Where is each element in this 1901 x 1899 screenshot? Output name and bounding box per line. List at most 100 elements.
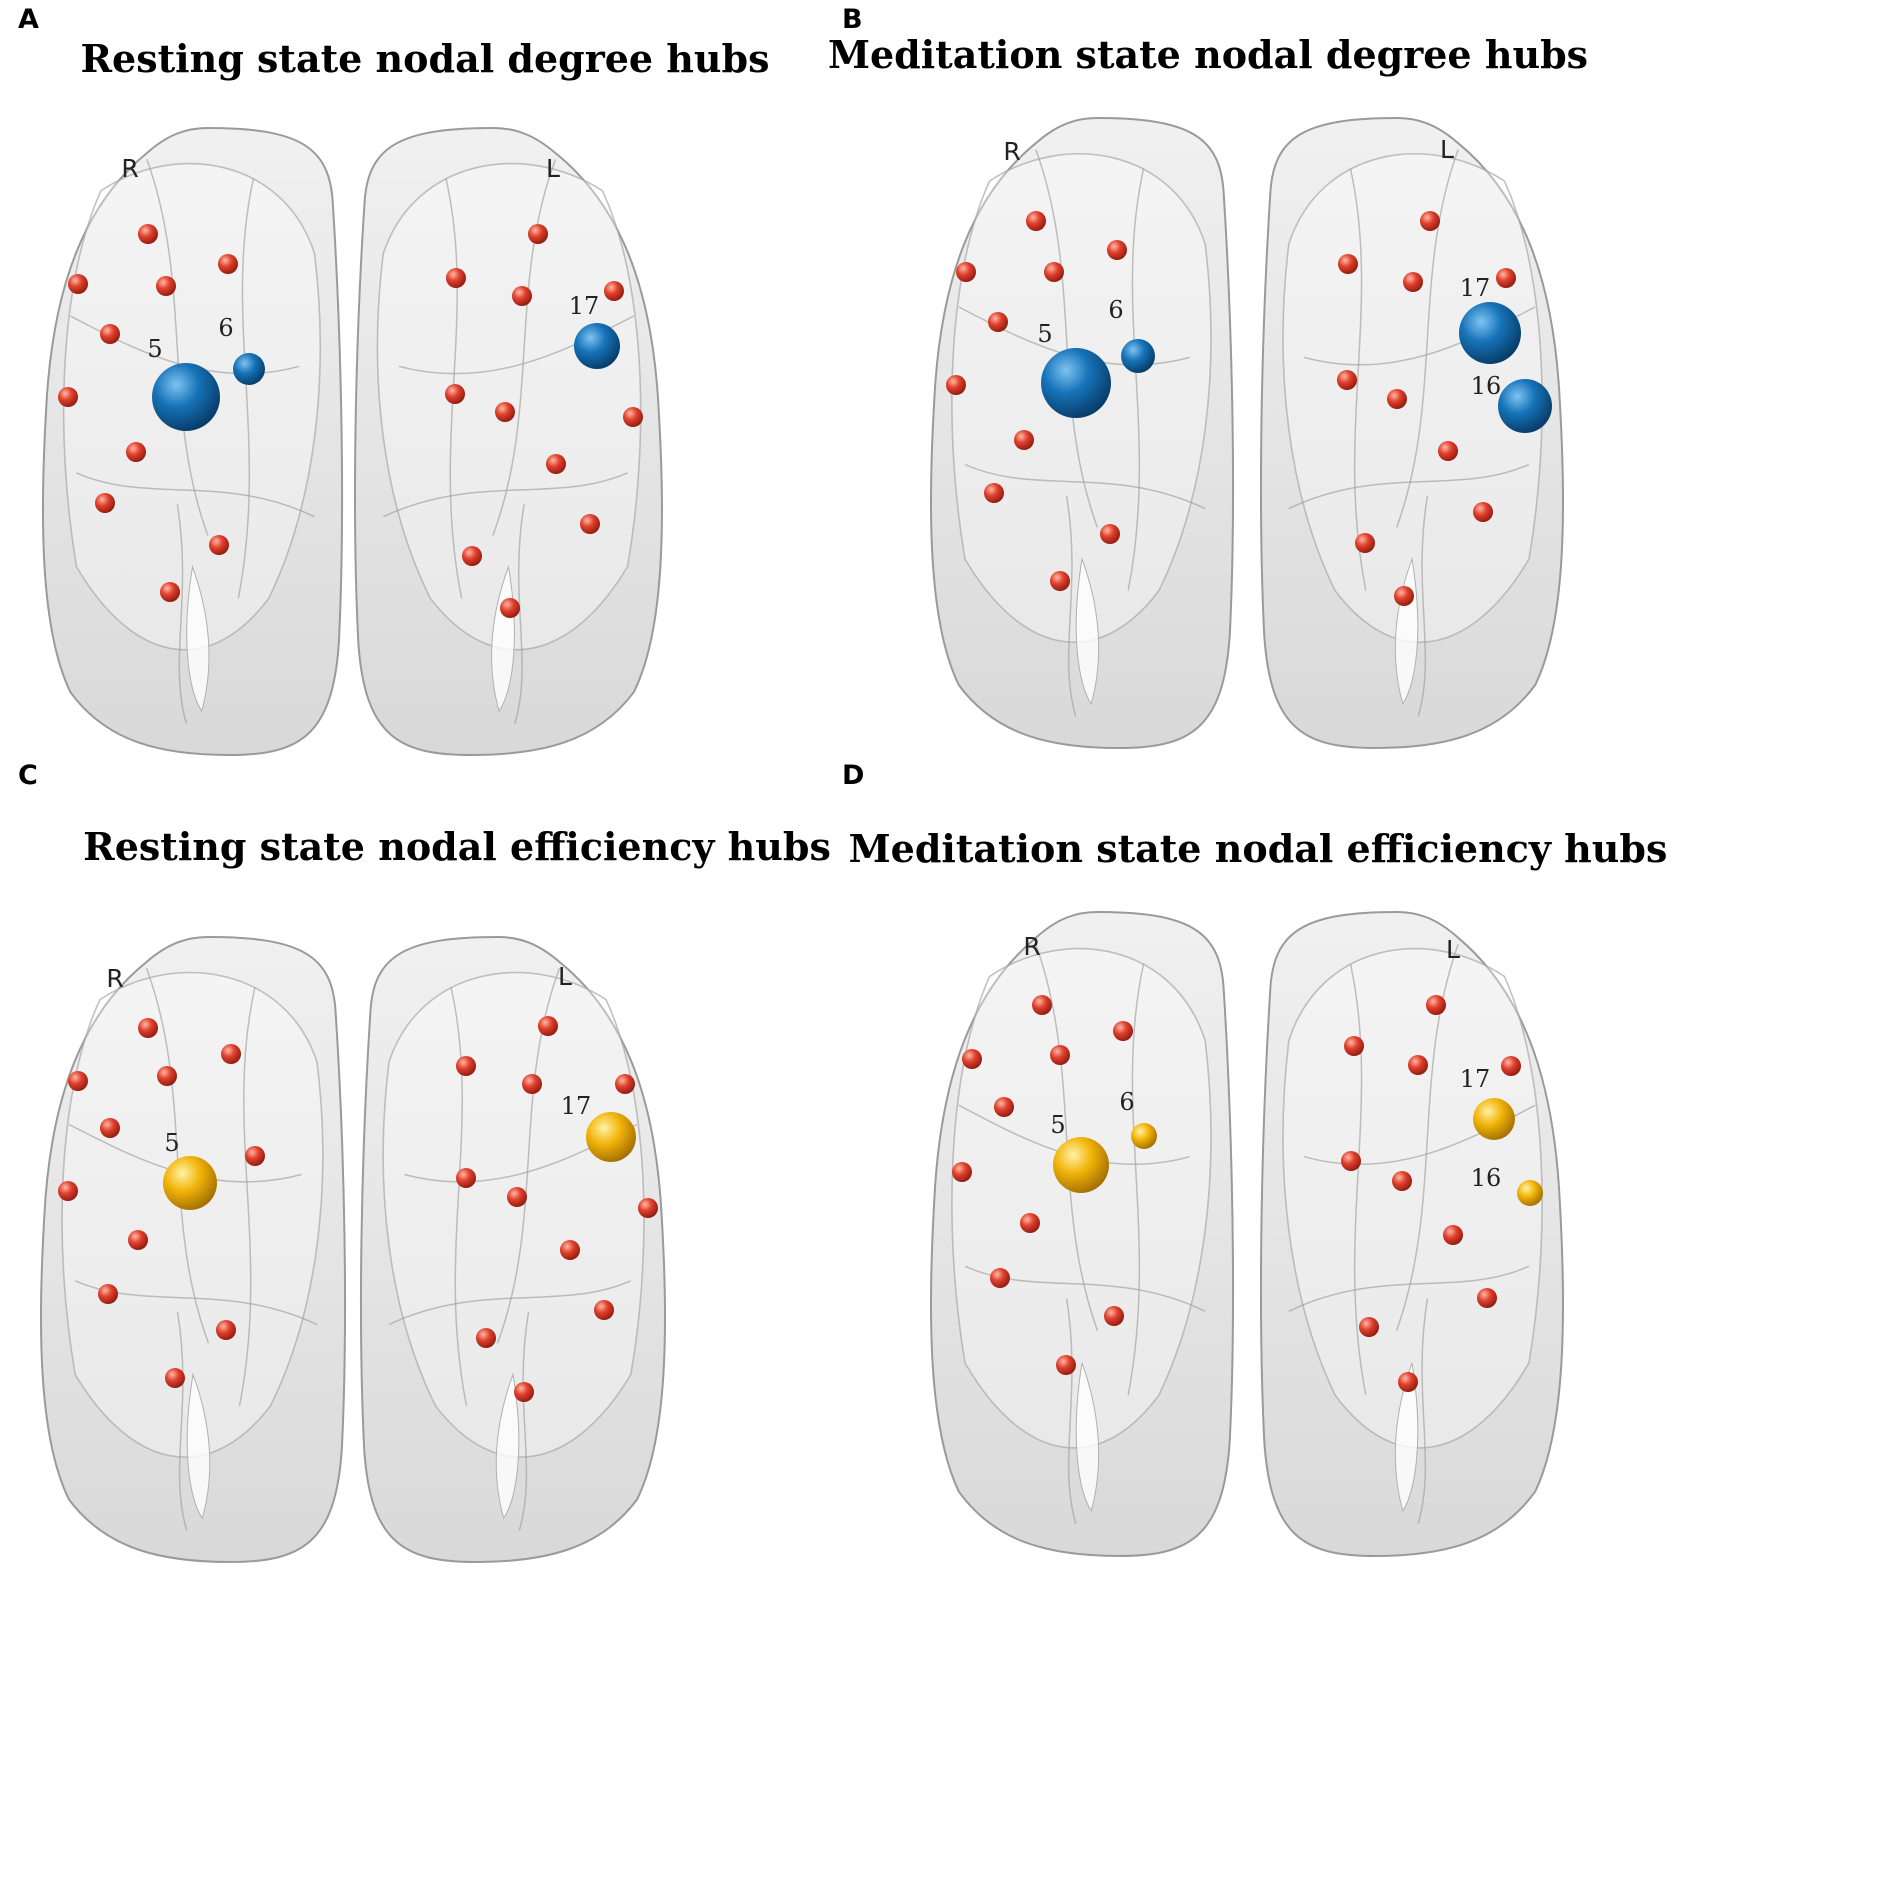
network-node (1420, 211, 1440, 231)
network-node (528, 224, 548, 244)
hub-node-17 (574, 323, 620, 369)
hub-node-6 (1121, 339, 1155, 373)
network-node (216, 1320, 236, 1340)
network-node (1359, 1317, 1379, 1337)
panel-letter: A (18, 4, 39, 35)
network-node (209, 535, 229, 555)
network-node (98, 1284, 118, 1304)
network-node (514, 1382, 534, 1402)
network-node (1443, 1225, 1463, 1245)
network-node (58, 387, 78, 407)
network-node (1113, 1021, 1133, 1041)
hub-label-6: 6 (1108, 296, 1123, 324)
hemisphere-label-left: L (558, 962, 572, 991)
network-node (1056, 1355, 1076, 1375)
right-hemisphere (39, 935, 347, 1564)
network-node (580, 514, 600, 534)
hub-node-6 (1131, 1123, 1157, 1149)
panel-title: Resting state nodal degree hubs (80, 36, 769, 81)
network-node (100, 1118, 120, 1138)
network-node (956, 262, 976, 282)
hub-label-17: 17 (1460, 274, 1491, 302)
network-node (1501, 1056, 1521, 1076)
network-node (128, 1230, 148, 1250)
network-node (1104, 1306, 1124, 1326)
network-node (512, 286, 532, 306)
network-node (446, 268, 466, 288)
panel-title: Resting state nodal efficiency hubs (83, 824, 831, 869)
network-node (1477, 1288, 1497, 1308)
network-node (1050, 571, 1070, 591)
network-node (165, 1368, 185, 1388)
hub-node-5 (163, 1156, 217, 1210)
network-node (994, 1097, 1014, 1117)
hub-node-17 (1459, 302, 1521, 364)
panel-letter: C (18, 760, 38, 791)
network-node (58, 1181, 78, 1201)
network-node (1020, 1213, 1040, 1233)
hub-label-16: 16 (1471, 1164, 1502, 1192)
right-hemisphere (929, 910, 1235, 1558)
left-hemisphere (1259, 116, 1565, 750)
hemisphere-label-right: R (1003, 137, 1020, 166)
hub-label-5: 5 (1037, 320, 1052, 348)
left-hemisphere (1259, 910, 1565, 1558)
right-hemisphere (41, 126, 344, 757)
hub-node-16 (1517, 1180, 1543, 1206)
network-node (1341, 1151, 1361, 1171)
network-node (1394, 586, 1414, 606)
network-node (462, 546, 482, 566)
hub-node-5 (1041, 348, 1111, 418)
network-node (221, 1044, 241, 1064)
network-node (1026, 211, 1046, 231)
hub-node-17 (586, 1112, 636, 1162)
panel-letter: B (842, 4, 863, 35)
hub-label-6: 6 (1119, 1088, 1134, 1116)
network-node (100, 324, 120, 344)
right-hemisphere (929, 116, 1235, 750)
hub-node-6 (233, 353, 265, 385)
network-node (445, 384, 465, 404)
network-node (1496, 268, 1516, 288)
hub-node-5 (1053, 1137, 1109, 1193)
network-node (952, 1162, 972, 1182)
network-node (1050, 1045, 1070, 1065)
hub-label-17: 17 (561, 1092, 592, 1120)
network-node (990, 1268, 1010, 1288)
network-node (156, 276, 176, 296)
network-node (962, 1049, 982, 1069)
network-node (538, 1016, 558, 1036)
hemisphere-label-left: L (546, 154, 560, 183)
network-node (1355, 533, 1375, 553)
network-node (1032, 995, 1052, 1015)
network-node (1438, 441, 1458, 461)
network-node (68, 1071, 88, 1091)
network-node (456, 1056, 476, 1076)
hemisphere-label-left: L (1446, 935, 1460, 964)
hub-node-17 (1473, 1098, 1515, 1140)
hub-label-17: 17 (1460, 1065, 1491, 1093)
network-node (594, 1300, 614, 1320)
network-node (560, 1240, 580, 1260)
network-node (138, 1018, 158, 1038)
hub-label-6: 6 (218, 314, 233, 342)
network-node (507, 1187, 527, 1207)
network-node (946, 375, 966, 395)
network-node (984, 483, 1004, 503)
network-node (1107, 240, 1127, 260)
left-hemisphere (359, 935, 667, 1564)
left-hemisphere (354, 126, 663, 757)
network-node (623, 407, 643, 427)
network-node (500, 598, 520, 618)
hub-label-5: 5 (1050, 1111, 1065, 1139)
network-node (1426, 995, 1446, 1015)
network-node (1338, 254, 1358, 274)
network-node (476, 1328, 496, 1348)
hemisphere-label-right: R (1023, 932, 1040, 961)
network-node (138, 224, 158, 244)
